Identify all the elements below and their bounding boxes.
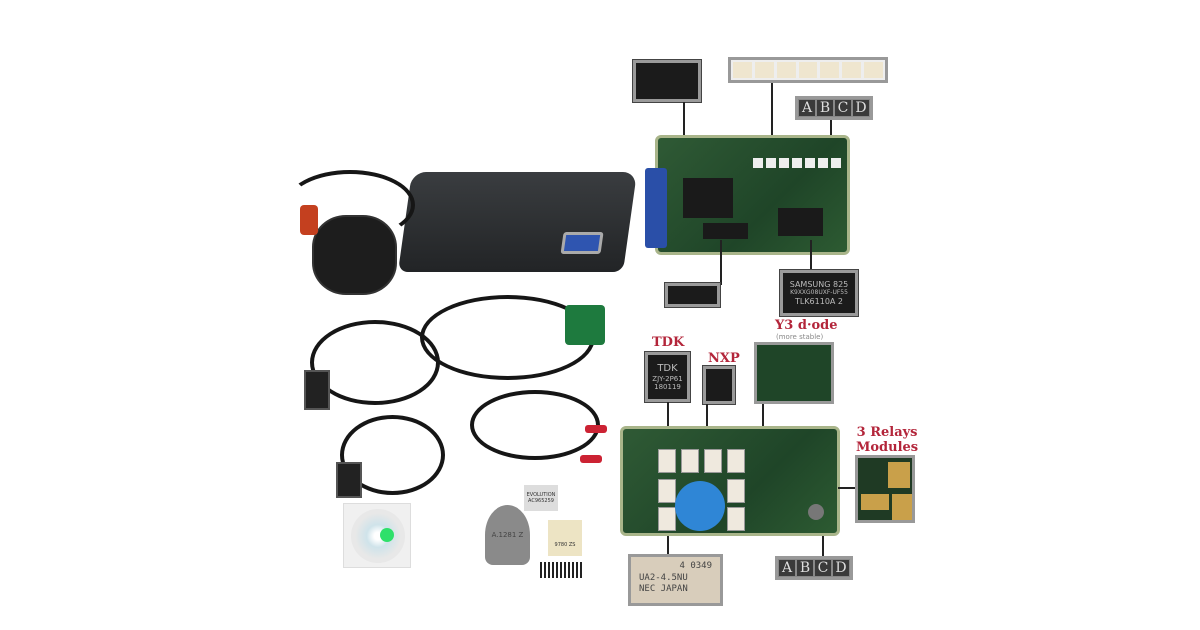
diode-zoom bbox=[754, 342, 834, 404]
nec-relay-zoom: 4 0349 UA2-4.5NU NEC JAPAN bbox=[628, 554, 723, 606]
samsung-chip: SAMSUNG 825 K9XXG08UXF-UF55 TLK6110A 2 bbox=[779, 269, 859, 317]
nxp-label: NXP bbox=[708, 351, 740, 366]
nxp-chip bbox=[702, 365, 736, 405]
sticker-evolution: EVOLUTION AC965259 bbox=[524, 485, 558, 511]
bottom-left-chip bbox=[664, 282, 721, 308]
abcd-letter: A bbox=[798, 99, 816, 117]
top-pcb bbox=[655, 135, 850, 255]
abcd-letter: B bbox=[816, 99, 834, 117]
relays-label-line: Modules bbox=[856, 439, 919, 455]
usb-serial-cable bbox=[340, 415, 445, 495]
tdk-label: TDK bbox=[652, 335, 685, 350]
abcd-letter: B bbox=[796, 559, 814, 577]
db9-connector bbox=[304, 370, 330, 410]
abcd-letter: C bbox=[834, 99, 852, 117]
chip-text: ZJY-2P61 bbox=[652, 374, 683, 383]
barcode-sticker bbox=[540, 562, 584, 578]
abcd-letter: D bbox=[852, 99, 870, 117]
vga-connector-blue bbox=[645, 168, 667, 248]
sticker-line: EVOLUTION bbox=[526, 492, 556, 498]
relay-text: UA2-4.5NU bbox=[639, 572, 688, 583]
chip-text: TLK6110A 2 bbox=[794, 296, 844, 306]
relays-label: 3 Relays Modules bbox=[856, 425, 919, 456]
main-cable bbox=[285, 170, 415, 240]
vga-port bbox=[560, 232, 604, 254]
sticker-number: 9780 ZS bbox=[548, 520, 582, 556]
db9-connector-2 bbox=[336, 462, 362, 498]
dongle: A.1281 Z bbox=[485, 505, 530, 565]
diode-label: Y3 d·ode bbox=[775, 318, 838, 333]
blue-capacitor bbox=[675, 481, 725, 531]
green-connector bbox=[565, 305, 605, 345]
relay-text: NEC JAPAN bbox=[639, 584, 688, 595]
relay-text: 4 0349 bbox=[679, 561, 712, 571]
chip-text: K9XXG08UXF-UF55 bbox=[790, 289, 848, 297]
top-left-chip bbox=[632, 59, 702, 103]
relays-zoom bbox=[855, 455, 915, 523]
chip-text: TDK bbox=[657, 362, 678, 374]
power-cable bbox=[470, 390, 600, 460]
relay-strip bbox=[728, 57, 888, 83]
interface-unit bbox=[397, 172, 638, 272]
abcd-letter: A bbox=[778, 559, 796, 577]
diode-note: (more stable) bbox=[776, 333, 824, 341]
chip-text: 180119 bbox=[654, 383, 681, 391]
bottom-pcb bbox=[620, 426, 840, 536]
chip-text: SAMSUNG 825 bbox=[789, 279, 849, 289]
software-cd bbox=[343, 503, 411, 568]
abcd-letter: C bbox=[814, 559, 832, 577]
sticker-number-text: 9780 ZS bbox=[554, 542, 576, 548]
tdk-chip: TDK ZJY-2P61 180119 bbox=[644, 351, 691, 403]
clip-red-2 bbox=[580, 455, 602, 463]
sticker-line: AC965259 bbox=[528, 498, 554, 504]
dongle-text: A.1281 Z bbox=[491, 531, 524, 539]
relays-label-line: 3 Relays bbox=[856, 425, 918, 440]
abcd-letter: D bbox=[832, 559, 850, 577]
clip-red bbox=[585, 425, 607, 433]
